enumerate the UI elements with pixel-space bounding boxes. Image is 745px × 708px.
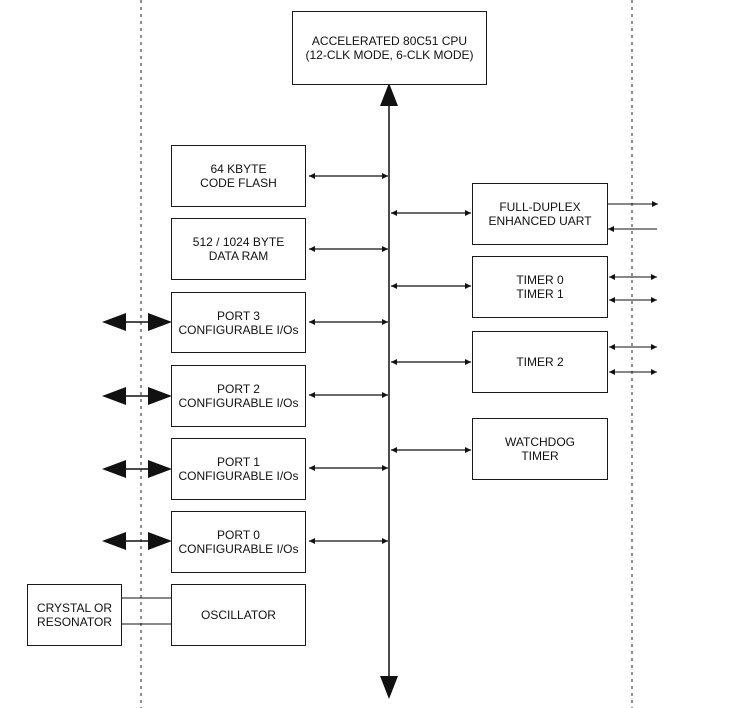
port1-block: PORT 1 CONFIGURABLE I/Os: [171, 438, 306, 500]
data-ram-block: 512 / 1024 BYTE DATA RAM: [171, 218, 306, 280]
cpu-label-line1: ACCELERATED 80C51 CPU: [311, 34, 468, 48]
port2-label-line2: CONFIGURABLE I/Os: [178, 396, 299, 410]
timer01-label-line1: TIMER 0: [516, 273, 564, 287]
crystal-label-line2: RESONATOR: [37, 615, 112, 629]
port3-label-line2: CONFIGURABLE I/Os: [178, 322, 299, 337]
port2-label-line1: PORT 2: [217, 382, 260, 396]
code-flash-label-line2: CODE FLASH: [200, 176, 277, 190]
timer2-block: TIMER 2: [472, 331, 608, 393]
timer2-label: TIMER 2: [516, 355, 564, 369]
watchdog-label-line2: TIMER: [521, 449, 559, 463]
code-flash-block: 64 KBYTE CODE FLASH: [171, 145, 306, 207]
crystal-block: CRYSTAL OR RESONATOR: [27, 584, 122, 646]
oscillator-label: OSCILLATOR: [201, 608, 276, 622]
cpu-label-line2: (12-CLK MODE, 6-CLK MODE): [305, 48, 474, 62]
port3-pin-arrow: [102, 313, 172, 331]
port0-pin-arrow: [102, 532, 172, 550]
bus-arrow-top: [380, 83, 398, 106]
port0-block: PORT 0 CONFIGURABLE I/Os: [171, 511, 306, 573]
timer01-block: TIMER 0 TIMER 1: [472, 256, 608, 318]
uart-label-line1: FULL-DUPLEX: [499, 200, 581, 214]
watchdog-label-line1: WATCHDOG: [505, 435, 575, 449]
port2-pin-arrow: [102, 387, 172, 405]
code-flash-label-line1: 64 KBYTE: [210, 162, 267, 176]
port0-label-line2: CONFIGURABLE I/Os: [178, 542, 299, 556]
port2-block: PORT 2 CONFIGURABLE I/Os: [171, 365, 306, 427]
bus-arrow-bottom: [380, 676, 398, 699]
timer01-label-line2: TIMER 1: [516, 287, 564, 301]
port0-label-line1: PORT 0: [217, 528, 260, 542]
crystal-label-line1: CRYSTAL OR: [36, 601, 113, 615]
port1-pin-arrow: [102, 460, 172, 478]
oscillator-block: OSCILLATOR: [171, 584, 306, 646]
cpu-block: ACCELERATED 80C51 CPU (12-CLK MODE, 6-CL…: [292, 11, 487, 85]
port1-label-line1: PORT 1: [217, 455, 260, 469]
port3-block: PORT 3 CONFIGURABLE I/Os: [171, 292, 306, 353]
uart-block: FULL-DUPLEX ENHANCED UART: [472, 183, 608, 245]
port1-label-line2: CONFIGURABLE I/Os: [178, 469, 299, 483]
data-ram-label-line1: 512 / 1024 BYTE: [192, 235, 285, 249]
uart-label-line2: ENHANCED UART: [488, 214, 592, 228]
port3-label-line1: PORT 3: [217, 308, 260, 323]
watchdog-block: WATCHDOG TIMER: [472, 418, 608, 480]
data-ram-label-line2: DATA RAM: [208, 249, 269, 263]
